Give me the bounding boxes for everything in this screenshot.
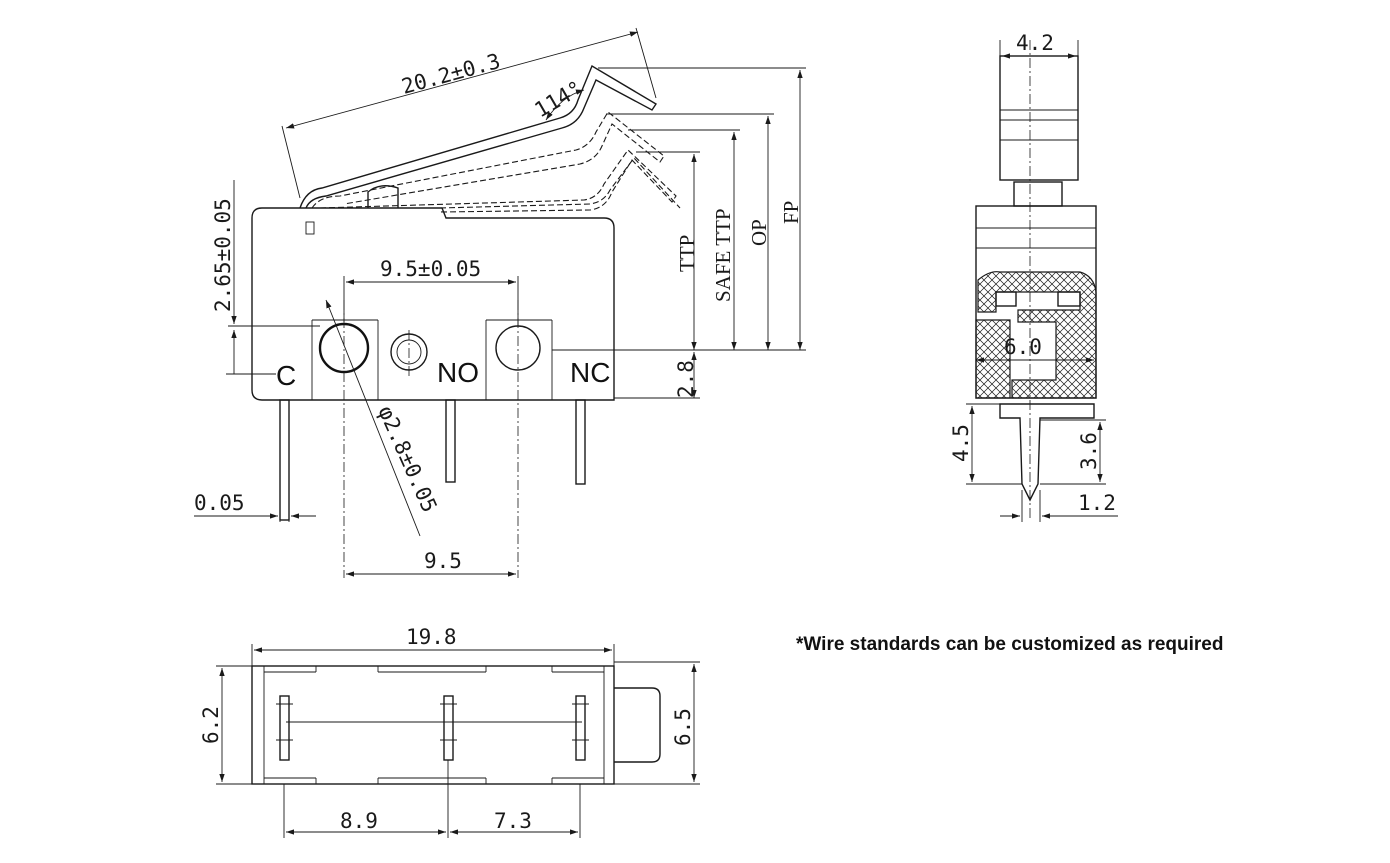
- bottom-view: 19.8 6.2 6.5 8.9 7.3: [199, 625, 700, 838]
- fp-label: FP: [779, 201, 803, 224]
- dim-terminal-spacing-1: 8.9: [340, 809, 378, 833]
- dim-pin-pitch-tol: 9.5±0.05: [380, 257, 481, 281]
- dim-hole-diameter: φ2.8±0.05: [373, 402, 441, 516]
- terminal-label-c: C: [276, 360, 296, 391]
- lever-free: [299, 64, 657, 209]
- dim-width-top: 4.2: [1016, 31, 1054, 55]
- dim-pin-length: 4.5: [949, 424, 973, 462]
- bottom-pin-c: [279, 695, 290, 761]
- lever-side: [999, 55, 1079, 181]
- terminal-label-nc: NC: [570, 357, 610, 388]
- ttp-label: TTP: [675, 235, 699, 272]
- side-pin: [999, 403, 1095, 502]
- dim-body-height: 6.2: [199, 706, 223, 744]
- op-label: OP: [747, 219, 771, 246]
- dim-hole-offset: 2.65±0.05: [211, 198, 235, 312]
- front-view: C NO NC TTP SAFE TTP OP FP 2.8: [194, 27, 806, 578]
- dim-pin-length-inner: 3.6: [1077, 432, 1101, 470]
- pin-nc: [575, 399, 586, 485]
- terminal-label-no: NO: [437, 357, 479, 388]
- side-view: 6.0 4.2 4.5 3.6 1.2: [949, 31, 1118, 522]
- dim-lever-angle: 114°: [531, 76, 587, 122]
- dim-pin-thickness: 1.2: [1078, 491, 1116, 515]
- bottom-pin-nc: [575, 695, 586, 761]
- safe-ttp-label: SAFE TTP: [711, 208, 735, 302]
- dim-terminal-height: 2.8: [674, 360, 698, 398]
- dim-pin-pitch: 9.5: [424, 549, 462, 573]
- dim-body-height-total: 6.5: [671, 708, 695, 746]
- bottom-body: [251, 665, 615, 785]
- pin-no: [445, 399, 456, 483]
- dim-pin-offset: 0.05: [194, 491, 245, 515]
- wire-standards-note: *Wire standards can be customized as req…: [796, 634, 1223, 655]
- bottom-pin-no: [443, 695, 454, 761]
- dim-terminal-spacing-2: 7.3: [494, 809, 532, 833]
- pin-common: [279, 399, 290, 521]
- dim-lever-length: 20.2±0.3: [399, 49, 503, 99]
- lever-pivot: [305, 221, 315, 235]
- switch-body-outline: [251, 207, 615, 401]
- dim-width-mid: 6.0: [1004, 335, 1042, 359]
- dim-body-length: 19.8: [406, 625, 457, 649]
